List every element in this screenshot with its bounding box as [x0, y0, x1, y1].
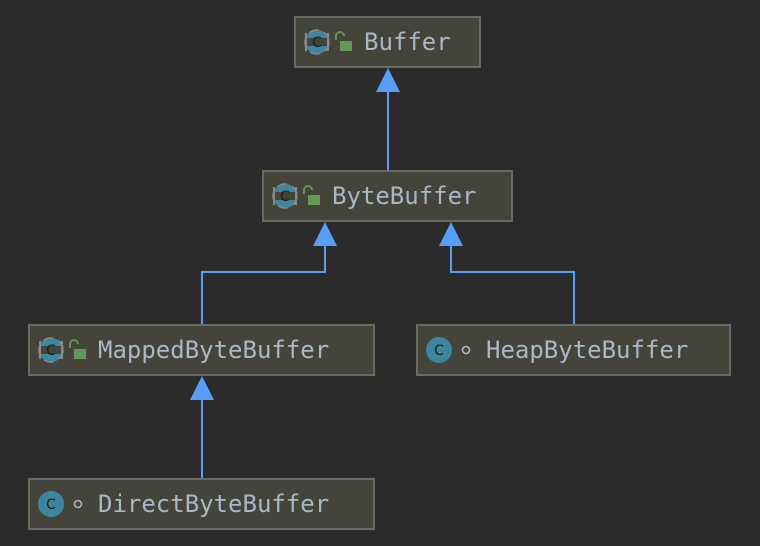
package-private-dot-icon: [66, 492, 90, 516]
class-icon: C: [424, 335, 454, 365]
edge-heap-to-bytebuffer: [450, 242, 575, 324]
unlocked-padlock-icon: [300, 184, 324, 208]
class-name-bytebuffer: ByteBuffer: [332, 182, 477, 210]
svg-text:C: C: [46, 343, 56, 359]
edge-mapped-to-bytebuffer: [201, 242, 326, 324]
class-name-heapbytebuffer: HeapByteBuffer: [486, 336, 689, 364]
package-private-dot-icon: [454, 338, 478, 362]
arrowhead-bytebuffer-left: [313, 222, 337, 246]
unlocked-padlock-icon: [332, 30, 356, 54]
arrowhead-bytebuffer-right: [439, 222, 463, 246]
unlocked-padlock-icon: [66, 338, 90, 362]
abstract-class-icon: C: [36, 335, 66, 365]
arrowhead-mapped: [190, 376, 214, 400]
class-node-bytebuffer[interactable]: C ByteBuffer: [262, 170, 513, 222]
class-name-buffer: Buffer: [364, 28, 451, 56]
class-node-mappedbytebuffer[interactable]: C MappedByteBuffer: [28, 324, 375, 376]
svg-text:C: C: [280, 189, 290, 205]
class-node-buffer[interactable]: C Buffer: [294, 16, 481, 68]
class-node-directbytebuffer[interactable]: C DirectByteBuffer: [28, 478, 375, 530]
svg-text:C: C: [312, 35, 322, 51]
svg-text:C: C: [434, 343, 444, 359]
abstract-class-icon: C: [302, 27, 332, 57]
abstract-class-icon: C: [270, 181, 300, 211]
class-name-directbytebuffer: DirectByteBuffer: [98, 490, 330, 518]
svg-text:C: C: [46, 497, 56, 513]
arrowhead-buffer: [376, 68, 400, 92]
class-name-mappedbytebuffer: MappedByteBuffer: [98, 336, 330, 364]
class-icon: C: [36, 489, 66, 519]
class-node-heapbytebuffer[interactable]: C HeapByteBuffer: [416, 324, 731, 376]
